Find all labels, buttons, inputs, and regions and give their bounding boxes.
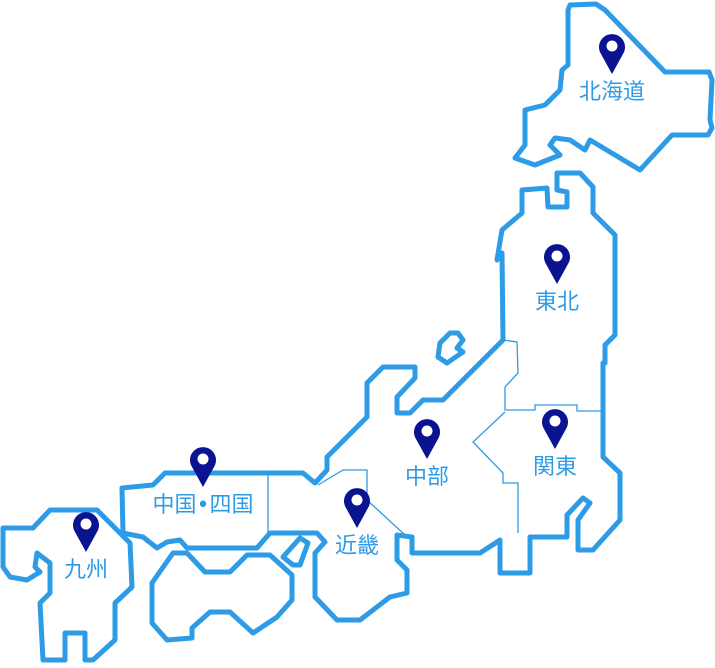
region-label-kyushu: 九州 (63, 558, 108, 583)
map-pin-icon (414, 419, 440, 459)
awaji-island-shape (280, 535, 311, 568)
honshu-shape[interactable] (119, 170, 623, 623)
map-pin-icon (599, 34, 625, 74)
map-pin-icon (73, 512, 99, 552)
map-pin-icon (542, 409, 568, 449)
map-pin-icon (344, 488, 370, 528)
map-pin-icon (190, 447, 216, 487)
sado-island-shape (435, 330, 466, 366)
kanto-chubu-border (472, 411, 519, 533)
shikoku-shape[interactable] (149, 550, 295, 643)
region-label-kinki: 近畿 (334, 534, 379, 559)
region-label-tohoku: 東北 (534, 290, 579, 315)
region-label-chubu: 中部 (404, 465, 449, 490)
map-pin-icon (544, 244, 570, 284)
region-label-hokkaido: 北海道 (578, 80, 645, 105)
region-label-kanto: 関東 (532, 455, 577, 480)
tohoku-kanto-border (502, 339, 603, 412)
region-label-chugoku-shikoku: 中国•四国 (152, 493, 254, 518)
hokkaido-shape[interactable] (512, 1, 715, 173)
kyushu-shape[interactable] (0, 507, 135, 663)
chubu-kinki-border (317, 469, 406, 536)
